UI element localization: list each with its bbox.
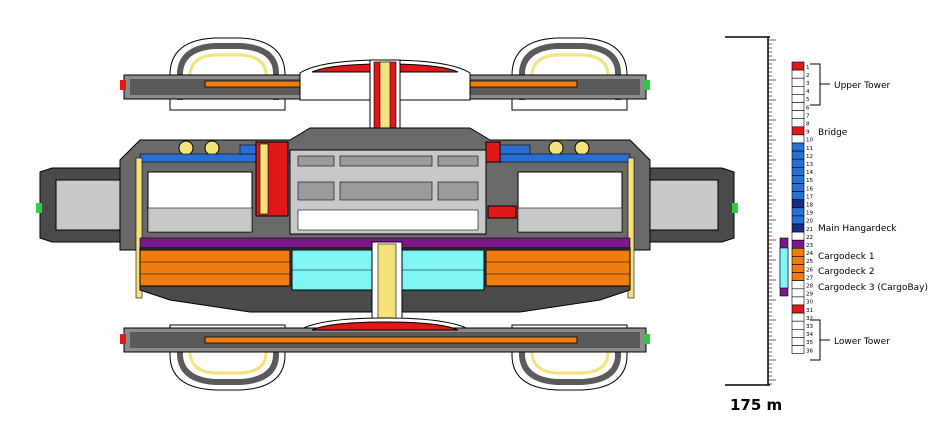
deck-cell (791, 207, 805, 217)
deck-number: 6 (806, 105, 810, 111)
deck-number: 36 (806, 348, 814, 354)
deck-cell (791, 158, 805, 168)
deck-cell (791, 199, 805, 209)
deck-number: 29 (806, 292, 814, 298)
deck-cell (791, 328, 805, 338)
deck-cell (791, 248, 805, 257)
deck-cell (791, 102, 805, 111)
deck-cell (791, 288, 805, 298)
deck-number: 8 (806, 122, 810, 128)
deck-number: 31 (806, 308, 814, 314)
deck-number: 25 (806, 259, 814, 265)
label-bridge: Bridge (818, 128, 848, 138)
deck-number: 2 (806, 73, 810, 79)
deck-number: 7 (806, 113, 810, 119)
deck-number: 34 (806, 332, 814, 338)
deck-number: 33 (806, 324, 814, 330)
deck-number: 35 (806, 340, 814, 346)
deck-number: 11 (806, 146, 814, 152)
deck-number: 28 (806, 284, 814, 290)
deck-number: 14 (806, 170, 814, 176)
label-cargodeck-1: Cargodeck 1 (818, 252, 875, 262)
cargo-section (139, 241, 631, 333)
deck-cell (791, 110, 805, 119)
deck-cell (791, 118, 805, 128)
deck-cell (791, 296, 805, 306)
deck-cell (791, 272, 805, 282)
label-upper-tower: Upper Tower (834, 81, 890, 91)
deck-number: 10 (806, 138, 814, 144)
deck-cell (791, 280, 805, 290)
deck-cell (791, 312, 805, 322)
deck-number: 12 (806, 154, 813, 160)
scale-label: 175 m (730, 396, 782, 414)
deck-number: 15 (806, 178, 814, 184)
deck-cell (791, 231, 805, 241)
section-labels: Upper Tower Bridge Main Hangardeck Cargo… (779, 63, 928, 361)
deck-cell (791, 183, 805, 192)
deck-number: 19 (806, 211, 814, 217)
deck-cell (791, 256, 805, 265)
cyan-indicator (779, 247, 789, 289)
deck-number: 22 (806, 235, 813, 241)
label-cargodeck-3: Cargodeck 3 (CargoBay) (818, 283, 928, 293)
deck-number: 26 (806, 267, 814, 273)
deck-cell (791, 264, 805, 273)
label-cargodeck-2: Cargodeck 2 (818, 267, 875, 277)
deck-number: 20 (806, 219, 814, 225)
deck-cell (791, 175, 805, 184)
deck-cell (791, 223, 805, 233)
lower-tower (120, 317, 650, 391)
deck-cell (791, 337, 805, 346)
deck-cell (791, 77, 805, 87)
deck-cell (791, 345, 805, 354)
deck-number: 17 (806, 194, 814, 200)
scale-ruler: 175 m (725, 36, 782, 414)
deck-cell (791, 134, 805, 144)
deck-cell (791, 150, 805, 160)
deck-number: 13 (806, 162, 814, 168)
deck-number: 4 (806, 89, 810, 95)
upper-tower (120, 37, 650, 151)
deck-cell (791, 191, 805, 201)
ruler-ticks (768, 39, 776, 385)
deck-number: 9 (806, 130, 810, 136)
deck-number: 16 (806, 186, 814, 192)
deck-number: 23 (806, 243, 814, 249)
deck-cell (791, 320, 805, 330)
deck-number: 32 (806, 316, 813, 322)
deck-cell (791, 215, 805, 225)
deck-cell (791, 94, 805, 103)
deck-number: 21 (806, 227, 814, 233)
deck-number: 30 (806, 300, 814, 306)
deck-cell (791, 142, 805, 152)
deck-number: 1 (806, 65, 810, 71)
deck-stack: 1234567891011121314151617181920212223242… (791, 61, 814, 354)
deck-number: 18 (806, 203, 814, 209)
deck-number: 5 (806, 97, 810, 103)
label-main-hangardeck: Main Hangardeck (818, 224, 897, 234)
deck-number: 27 (806, 275, 814, 281)
deck-cell (791, 69, 805, 79)
label-lower-tower: Lower Tower (834, 337, 890, 347)
deck-cell (791, 61, 805, 71)
deck-cell (791, 126, 805, 136)
deck-cell (791, 167, 805, 176)
deck-number: 3 (806, 81, 810, 87)
deck-cell (791, 239, 805, 249)
deck-cell (791, 86, 805, 95)
deck-number: 24 (806, 251, 814, 257)
deck-cell (791, 304, 805, 314)
